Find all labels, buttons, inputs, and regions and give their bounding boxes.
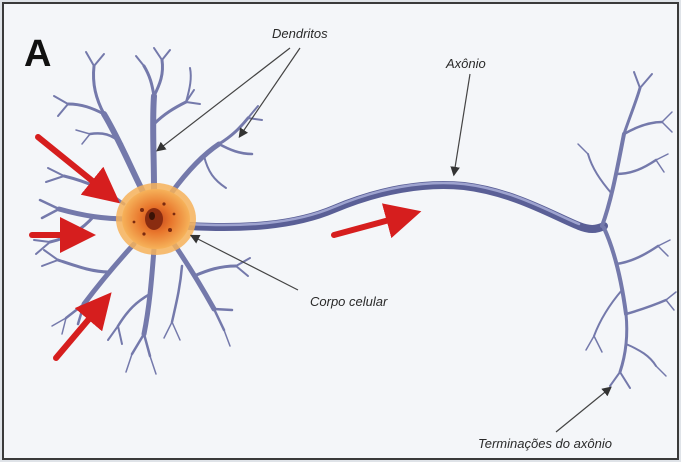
signal-arrow-upper-left: [38, 137, 106, 192]
axon-terminals-label: Terminações do axônio: [478, 436, 612, 451]
signal-direction-arrows: [32, 137, 404, 358]
dendrites-pointer-2: [240, 48, 300, 136]
axon-terminals-pointer: [556, 388, 610, 432]
signal-arrow-axon: [334, 216, 404, 235]
axon: [189, 183, 604, 229]
cell-body-pointer: [192, 236, 298, 290]
nucleus: [145, 208, 163, 230]
dendrites-label: Dendritos: [272, 26, 328, 41]
cell-body-label: Corpo celular: [310, 294, 388, 309]
dendrites-pointer-1: [158, 48, 290, 150]
axon-pointer: [454, 74, 470, 174]
axon-label: Axônio: [445, 56, 486, 71]
panel-letter: A: [24, 33, 51, 75]
neuron-illustration: A: [4, 4, 677, 458]
label-pointers: [158, 48, 610, 432]
cell-body: [116, 183, 196, 255]
